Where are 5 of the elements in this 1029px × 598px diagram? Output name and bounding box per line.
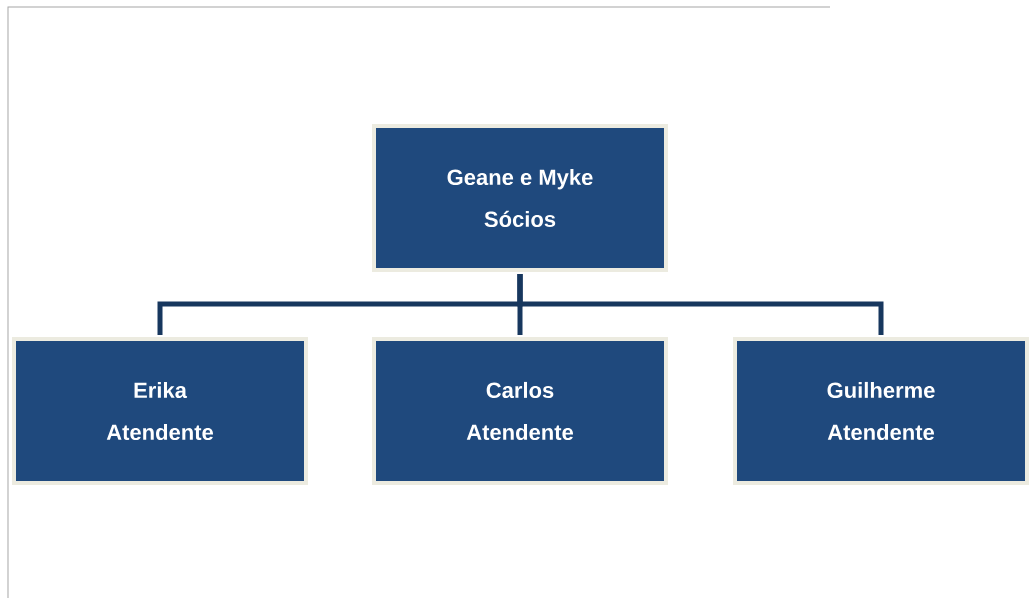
org-box: Erika Atendente — [12, 337, 308, 485]
org-box: Geane e Myke Sócios — [372, 124, 668, 272]
org-box: Guilherme Atendente — [733, 337, 1029, 485]
org-box: Carlos Atendente — [372, 337, 668, 485]
connector-line — [517, 274, 884, 335]
